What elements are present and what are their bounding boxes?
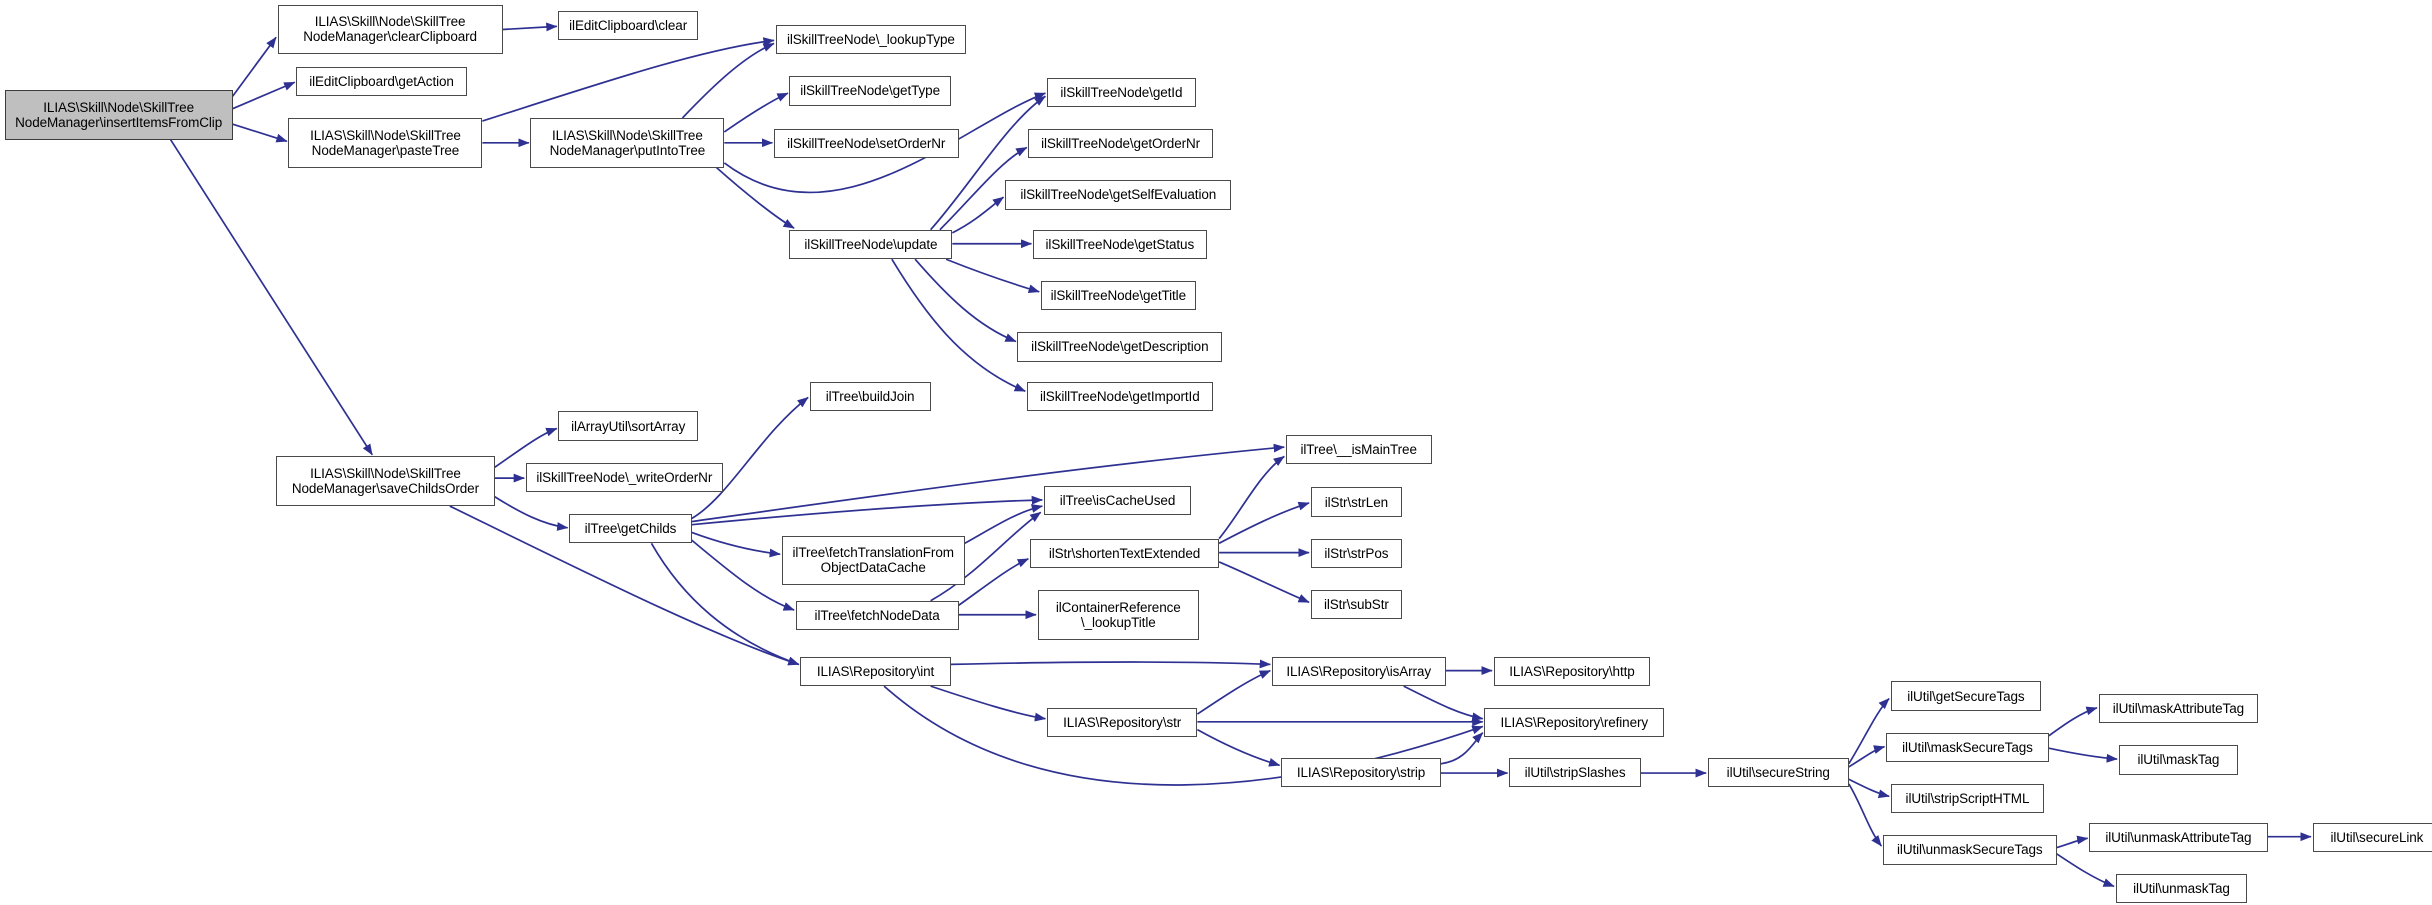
edge-n20-to-n31 xyxy=(650,542,800,666)
graph-node-n22[interactable]: ilTree\__isMainTree xyxy=(1285,434,1432,465)
edge-n20-to-n22 xyxy=(691,443,1285,523)
edge-n5-to-n9 xyxy=(716,167,795,229)
graph-node-n35[interactable]: ILIAS\Repository\http xyxy=(1493,656,1651,687)
graph-node-n43[interactable]: ilUtil\maskAttributeTag xyxy=(2098,693,2259,724)
graph-node-n34[interactable]: ILIAS\Repository\isArray xyxy=(1271,656,1446,687)
edge-n38-to-n40 xyxy=(1848,745,1886,768)
graph-node-n8[interactable]: ilSkillTreeNode\setOrderNr xyxy=(773,128,959,159)
graph-node-n25[interactable]: ilStr\shortenTextExtended xyxy=(1029,538,1220,569)
graph-node-n32[interactable]: ILIAS\Repository\str xyxy=(1046,707,1198,738)
graph-node-n20[interactable]: ilTree\getChilds xyxy=(569,513,692,544)
edge-n42-to-n46 xyxy=(2056,853,2115,888)
edge-n1-to-n2 xyxy=(502,22,558,32)
edge-n20-to-n26 xyxy=(691,539,795,611)
edge-n9-to-n10 xyxy=(929,95,1046,231)
graph-node-n18[interactable]: ilArrayUtil\sortArray xyxy=(558,411,698,441)
graph-node-n39[interactable]: ilUtil\getSecureTags xyxy=(1890,681,2042,711)
graph-node-n24[interactable]: ilTree\fetchTranslationFrom ObjectDataCa… xyxy=(781,535,965,586)
edge-n20-to-n24 xyxy=(691,531,781,558)
graph-node-n21[interactable]: ilTree\buildJoin xyxy=(809,381,931,412)
edge-n32-to-n34 xyxy=(1196,669,1271,715)
graph-node-n2[interactable]: ilEditClipboard\clear xyxy=(558,10,698,41)
edge-n38-to-n42 xyxy=(1848,783,1883,847)
edge-n42-to-n45 xyxy=(2056,835,2089,849)
edge-n17-to-n18 xyxy=(494,427,558,468)
edge-n25-to-n22 xyxy=(1218,455,1285,540)
graph-node-n33[interactable]: ILIAS\Repository\strip xyxy=(1281,757,1441,787)
graph-node-n14[interactable]: ilSkillTreeNode\getTitle xyxy=(1040,280,1196,311)
edge-n9-to-n15 xyxy=(914,258,1017,343)
graph-node-n31[interactable]: ILIAS\Repository\int xyxy=(800,656,951,687)
edge-n40-to-n44 xyxy=(2048,747,2118,763)
graph-node-n42[interactable]: ilUtil\unmaskSecureTags xyxy=(1882,835,2057,865)
graph-node-n46[interactable]: ilUtil\unmaskTag xyxy=(2115,873,2248,904)
graph-node-n9[interactable]: ilSkillTreeNode\update xyxy=(789,229,953,260)
edge-n33-to-n36 xyxy=(1440,732,1484,765)
edge-n25-to-n28 xyxy=(1218,501,1310,545)
graph-node-n36[interactable]: ILIAS\Repository\refinery xyxy=(1484,707,1665,738)
edge-n9-to-n12 xyxy=(951,196,1005,234)
edge-n34-to-n36 xyxy=(1403,685,1484,722)
edge-n0-to-n17 xyxy=(169,139,373,456)
graph-node-n6[interactable]: ilSkillTreeNode\_lookupType xyxy=(775,24,967,55)
edge-n32-to-n33 xyxy=(1196,728,1281,767)
graph-node-n15[interactable]: ilSkillTreeNode\getDescription xyxy=(1017,332,1223,362)
graph-node-n10[interactable]: ilSkillTreeNode\getId xyxy=(1046,77,1196,108)
edge-n20-to-n23 xyxy=(691,495,1043,526)
edge-n25-to-n30 xyxy=(1218,561,1310,604)
edge-n0-to-n1 xyxy=(231,36,277,97)
edge-n17-to-n20 xyxy=(494,496,569,531)
graph-node-n7[interactable]: ilSkillTreeNode\getType xyxy=(789,76,951,106)
graph-node-n4[interactable]: ILIAS\Skill\Node\SkillTree NodeManager\p… xyxy=(288,117,483,168)
graph-node-n38[interactable]: ilUtil\secureString xyxy=(1707,757,1849,787)
edge-n31-to-n32 xyxy=(930,685,1047,722)
graph-node-n11[interactable]: ilSkillTreeNode\getOrderNr xyxy=(1028,128,1213,159)
graph-node-n5[interactable]: ILIAS\Skill\Node\SkillTree NodeManager\p… xyxy=(530,117,725,168)
graph-node-n30[interactable]: ilStr\subStr xyxy=(1310,589,1403,620)
edge-n40-to-n43 xyxy=(2048,706,2098,737)
edge-n20-to-n21 xyxy=(691,396,809,520)
edge-n5-to-n7 xyxy=(723,92,789,133)
graph-node-n19[interactable]: ilSkillTreeNode\_writeOrderNr xyxy=(525,462,723,493)
edge-n9-to-n16 xyxy=(891,258,1026,392)
graph-node-n0[interactable]: ILIAS\Skill\Node\SkillTree NodeManager\i… xyxy=(4,90,233,140)
graph-node-n37[interactable]: ilUtil\stripSlashes xyxy=(1509,757,1641,787)
edge-n0-to-n3 xyxy=(232,81,296,110)
graph-node-n45[interactable]: ilUtil\unmaskAttributeTag xyxy=(2089,822,2268,853)
graph-node-n29[interactable]: ilStr\strPos xyxy=(1310,538,1403,569)
graph-node-n44[interactable]: ilUtil\maskTag xyxy=(2118,745,2239,775)
graph-node-n27[interactable]: ilContainerReference \_lookupTitle xyxy=(1037,589,1199,640)
graph-node-n17[interactable]: ILIAS\Skill\Node\SkillTree NodeManager\s… xyxy=(276,456,495,507)
edge-n5-to-n6 xyxy=(681,42,775,119)
graph-node-n40[interactable]: ilUtil\maskSecureTags xyxy=(1886,732,2049,763)
graph-node-n47[interactable]: ilUtil\secureLink xyxy=(2312,822,2432,853)
edge-n38-to-n39 xyxy=(1848,697,1890,765)
edge-n0-to-n4 xyxy=(232,123,288,143)
graph-node-n16[interactable]: ilSkillTreeNode\getImportId xyxy=(1026,381,1213,412)
edge-n38-to-n41 xyxy=(1848,778,1890,799)
edge-n4-to-n6 xyxy=(482,37,775,122)
edge-n31-to-n34 xyxy=(950,659,1271,669)
graph-node-n23[interactable]: ilTree\isCacheUsed xyxy=(1043,485,1192,516)
graph-node-n26[interactable]: ilTree\fetchNodeData xyxy=(795,600,959,631)
graph-node-n28[interactable]: ilStr\strLen xyxy=(1310,487,1403,517)
edge-n9-to-n14 xyxy=(945,258,1040,294)
graph-node-n41[interactable]: ilUtil\stripScriptHTML xyxy=(1890,783,2045,814)
graph-node-n1[interactable]: ILIAS\Skill\Node\SkillTree NodeManager\c… xyxy=(277,4,503,55)
graph-node-n13[interactable]: ilSkillTreeNode\getStatus xyxy=(1032,229,1207,260)
graph-node-n12[interactable]: ilSkillTreeNode\getSelfEvaluation xyxy=(1005,180,1232,210)
graph-node-n3[interactable]: ilEditClipboard\getAction xyxy=(296,66,467,97)
edge-n26-to-n25 xyxy=(958,558,1029,607)
